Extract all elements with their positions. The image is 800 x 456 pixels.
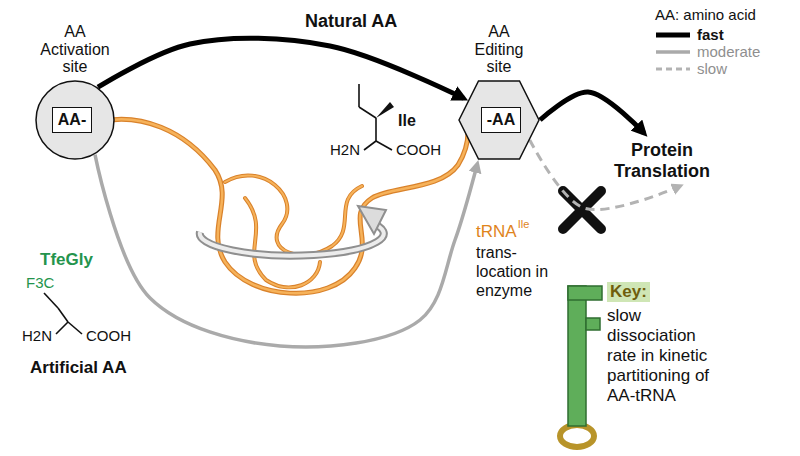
- chem-group: COOH: [396, 141, 441, 158]
- flow-arrow: [98, 38, 464, 98]
- chem-group: H2N: [330, 141, 360, 158]
- bond: [359, 107, 376, 118]
- hexagon-outline: [459, 81, 539, 159]
- chem-group: F3C: [26, 274, 54, 291]
- ribbon-strand: [98, 119, 468, 293]
- line-sample: [655, 46, 691, 58]
- flow-arrow: [540, 92, 644, 133]
- ribbon-loop: [225, 175, 362, 255]
- outcome-text: Protein Translation: [612, 136, 712, 185]
- line-sample-stroke: [656, 67, 690, 70]
- legend-row: fast: [655, 26, 760, 43]
- flow-arrow: [95, 155, 477, 347]
- box-label: -AA: [487, 110, 515, 129]
- chem-group: COOH: [86, 327, 131, 344]
- key-bit: [586, 318, 600, 330]
- bond: [376, 141, 392, 150]
- line-sample-stroke: [656, 32, 690, 37]
- x-stroke: [563, 191, 601, 229]
- site-heading: AA Activation site: [40, 23, 109, 76]
- annotation: trans- location in enzyme: [476, 244, 558, 301]
- legend-label: moderate: [697, 44, 760, 59]
- molecule-name: Ile: [398, 112, 416, 130]
- legend-label: slow: [697, 61, 727, 76]
- ribbon-loop: [245, 198, 320, 287]
- bond: [58, 308, 68, 322]
- x-stroke: [563, 191, 601, 229]
- key-icon: [560, 286, 602, 447]
- molecule-caption: Artificial AA: [30, 358, 127, 378]
- chem-group: H2N: [22, 327, 52, 344]
- wedge-bond: [376, 102, 394, 118]
- key-bit: [568, 286, 602, 300]
- outcome-label: Protein Translation: [614, 140, 710, 181]
- annotation: slow dissociation rate in kinetic partit…: [607, 306, 719, 406]
- box-label: AA-: [58, 110, 86, 129]
- bond: [364, 141, 376, 150]
- trna-superscript: Ile: [518, 218, 530, 231]
- rotation-arrow: [200, 206, 386, 256]
- legend-label: fast: [697, 27, 724, 42]
- key-tag: Key:: [607, 282, 650, 302]
- aa-box: AA-: [52, 107, 92, 132]
- trna-label: tRNA: [476, 222, 517, 242]
- aa-box: -AA: [481, 107, 521, 132]
- bond: [358, 84, 360, 107]
- key-ring: [560, 425, 594, 447]
- ribbon-strand: [98, 119, 468, 293]
- bond: [56, 322, 68, 334]
- ribbon-loop: [245, 198, 320, 287]
- circle-outline: [36, 81, 114, 159]
- ribbon-loop: [225, 175, 362, 255]
- edge-label: Natural AA: [305, 11, 397, 32]
- rotation-band: [200, 222, 384, 256]
- activation-site: AA Activation siteAA-: [35, 80, 115, 160]
- editing-site: AA Editing site-AA: [458, 80, 540, 160]
- rotation-head: [358, 206, 386, 234]
- key-shaft: [568, 286, 586, 426]
- line-sample: [655, 29, 691, 41]
- ile-structure: [359, 84, 394, 150]
- block-mark: [563, 191, 601, 229]
- rotation-band: [200, 222, 384, 256]
- enzyme-ribbon: [98, 119, 468, 293]
- bond: [375, 118, 377, 141]
- site-heading: AA Editing site: [475, 23, 524, 76]
- legend: fast moderate slow: [655, 26, 760, 77]
- line-sample-stroke: [656, 50, 690, 54]
- bond: [44, 293, 58, 308]
- legend-row: moderate: [655, 43, 760, 60]
- line-sample: [655, 63, 691, 75]
- legend-heading: AA: amino acid: [655, 6, 756, 23]
- bond: [68, 322, 82, 334]
- molecule-name: TfeGly: [40, 250, 93, 270]
- legend-row: slow: [655, 60, 760, 77]
